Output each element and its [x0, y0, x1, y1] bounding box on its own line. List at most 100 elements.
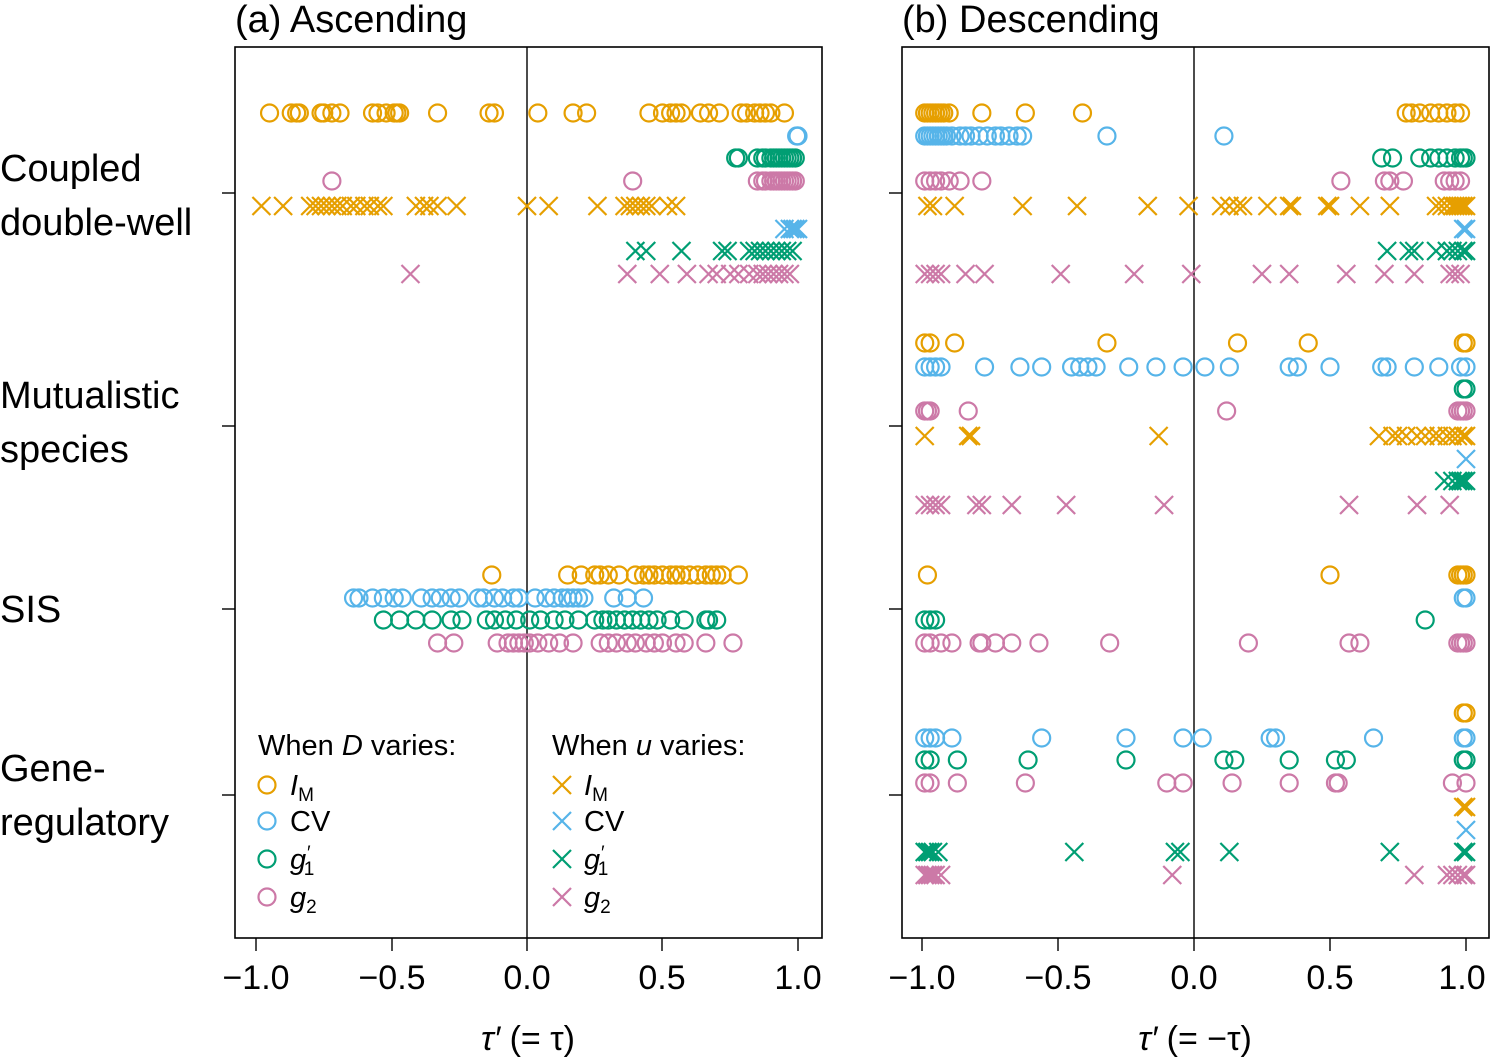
legend-u-label-im: IM — [584, 770, 608, 806]
point-coupled-double-well-D-im — [934, 103, 954, 123]
legend-d-label-im: IM — [290, 770, 314, 806]
point-sis-D-cv — [362, 588, 383, 608]
point-coupled-double-well-D-im — [736, 103, 757, 123]
point-coupled-double-well-u-g2 — [925, 264, 946, 284]
point-coupled-double-well-u-im — [1380, 196, 1400, 216]
point-sis-D-g1 — [373, 610, 393, 630]
point-coupled-double-well-D-g2 — [623, 171, 643, 191]
point-sis-D-cv — [411, 588, 431, 608]
point-sis-D-g2 — [563, 633, 583, 653]
point-coupled-double-well-D-g2 — [1440, 171, 1460, 191]
point-coupled-double-well-D-im — [427, 103, 448, 123]
point-coupled-double-well-u-im — [1450, 196, 1471, 216]
row-label-mutualistic-species: Mutualistic species — [0, 375, 190, 471]
point-coupled-double-well-u-im — [1282, 196, 1302, 216]
point-gene-regulatory-D-cv — [1363, 728, 1384, 748]
point-sis-D-g1 — [390, 610, 410, 630]
point-sis-D-cv — [484, 588, 505, 608]
point-sis-D-g2 — [1238, 633, 1259, 653]
point-sis-D-cv — [544, 588, 564, 608]
point-sis-D-im — [1320, 565, 1340, 585]
point-mutualistic-species-D-cv — [1456, 357, 1476, 377]
point-sis-D-g2 — [644, 633, 664, 653]
point-sis-D-cv — [525, 588, 545, 608]
panel-a: (a) Ascending −1.0 −0.5 0.0 0.5 1.0 τ′ (… — [222, 0, 823, 1058]
point-gene-regulatory-D-g1 — [947, 750, 967, 770]
point-coupled-double-well-u-g1 — [1404, 241, 1425, 261]
point-sis-D-cv — [343, 588, 364, 608]
point-sis-D-g1 — [639, 610, 659, 630]
point-sis-D-im — [639, 565, 659, 585]
point-mutualistic-species-u-cv — [1456, 449, 1476, 469]
point-sis-D-im — [707, 565, 727, 585]
point-mutualistic-species-D-im — [920, 333, 940, 353]
point-coupled-double-well-u-im — [1453, 196, 1474, 216]
row-label-coupled-double-well: Coupled double-well — [0, 148, 192, 244]
point-coupled-double-well-D-im — [761, 103, 781, 123]
point-sis-D-g2 — [1350, 633, 1370, 653]
point-sis-D-cv — [574, 588, 594, 608]
point-mutualistic-species-D-cv — [1287, 357, 1307, 377]
point-gene-regulatory-D-g1 — [1225, 750, 1245, 770]
point-mutualistic-species-u-im — [958, 426, 979, 446]
point-mutualistic-species-D-cv — [925, 357, 946, 377]
legend-cross-marker-cv — [552, 811, 572, 831]
point-coupled-double-well-u-im — [1456, 196, 1476, 216]
point-coupled-double-well-u-g2 — [1374, 264, 1395, 284]
point-mutualistic-species-u-g2 — [1056, 495, 1076, 515]
point-mutualistic-species-D-cv — [1119, 357, 1139, 377]
point-coupled-double-well-D-im — [362, 103, 383, 123]
point-coupled-double-well-u-g1 — [1453, 241, 1474, 261]
point-sis-D-cv — [384, 588, 404, 608]
point-sis-D-g1 — [698, 610, 719, 630]
point-mutualistic-species-u-im — [1407, 426, 1427, 446]
point-sis-D-g2 — [723, 633, 743, 653]
point-gene-regulatory-u-g2 — [1453, 865, 1474, 885]
point-coupled-double-well-D-g2 — [972, 171, 992, 191]
point-mutualistic-species-D-cv — [1078, 357, 1098, 377]
point-coupled-double-well-u-im — [251, 196, 272, 216]
point-coupled-double-well-D-im — [972, 103, 992, 123]
point-coupled-double-well-D-g1 — [728, 148, 748, 168]
point-coupled-double-well-u-g2 — [1252, 264, 1272, 284]
point-coupled-double-well-u-im — [1233, 196, 1253, 216]
point-gene-regulatory-D-g1 — [1214, 750, 1234, 770]
point-sis-D-cv — [373, 588, 393, 608]
point-sis-D-cv — [449, 588, 469, 608]
data-points — [251, 103, 1476, 885]
point-coupled-double-well-u-im — [1137, 196, 1158, 216]
point-gene-regulatory-u-g1 — [928, 842, 949, 862]
point-mutualistic-species-D-cv — [1372, 357, 1392, 377]
point-mutualistic-species-u-g1 — [1453, 471, 1474, 491]
point-coupled-double-well-u-g1 — [1448, 241, 1468, 261]
point-gene-regulatory-u-g1 — [914, 842, 935, 862]
point-sis-D-im — [585, 565, 605, 585]
point-mutualistic-species-u-im — [1453, 426, 1474, 446]
point-sis-D-im — [666, 565, 686, 585]
point-sis-D-g1 — [1415, 610, 1435, 630]
legend-circle-marker-g2 — [257, 887, 277, 907]
row-labels: Coupled double-well Mutualistic species … — [0, 148, 902, 844]
point-coupled-double-well-D-g2 — [1380, 171, 1400, 191]
point-gene-regulatory-D-g1 — [1018, 750, 1038, 770]
point-sis-D-g2 — [625, 633, 646, 653]
panel-b-frame — [901, 46, 1490, 939]
point-gene-regulatory-u-g1 — [1380, 842, 1400, 862]
point-coupled-double-well-u-im — [1219, 196, 1240, 216]
legend-u-label-cv: CV — [584, 806, 625, 838]
point-mutualistic-species-D-cv — [1377, 357, 1397, 377]
point-coupled-double-well-D-g2 — [925, 171, 946, 191]
legend-d-marks — [257, 775, 277, 907]
point-coupled-double-well-D-cv — [942, 126, 962, 146]
point-gene-regulatory-u-g2 — [931, 865, 951, 885]
point-sis-D-cv — [1456, 588, 1476, 608]
point-gene-regulatory-u-g2 — [1448, 865, 1468, 885]
point-sis-D-cv — [441, 588, 461, 608]
point-coupled-double-well-D-g1 — [1382, 148, 1403, 168]
point-coupled-double-well-D-cv — [1214, 126, 1234, 146]
panel-a-xtick-label: 0.0 — [503, 959, 550, 997]
panel-a-xtick-label: 1.0 — [774, 959, 821, 997]
point-coupled-double-well-u-im — [373, 196, 394, 216]
point-gene-regulatory-D-cv — [1260, 728, 1280, 748]
